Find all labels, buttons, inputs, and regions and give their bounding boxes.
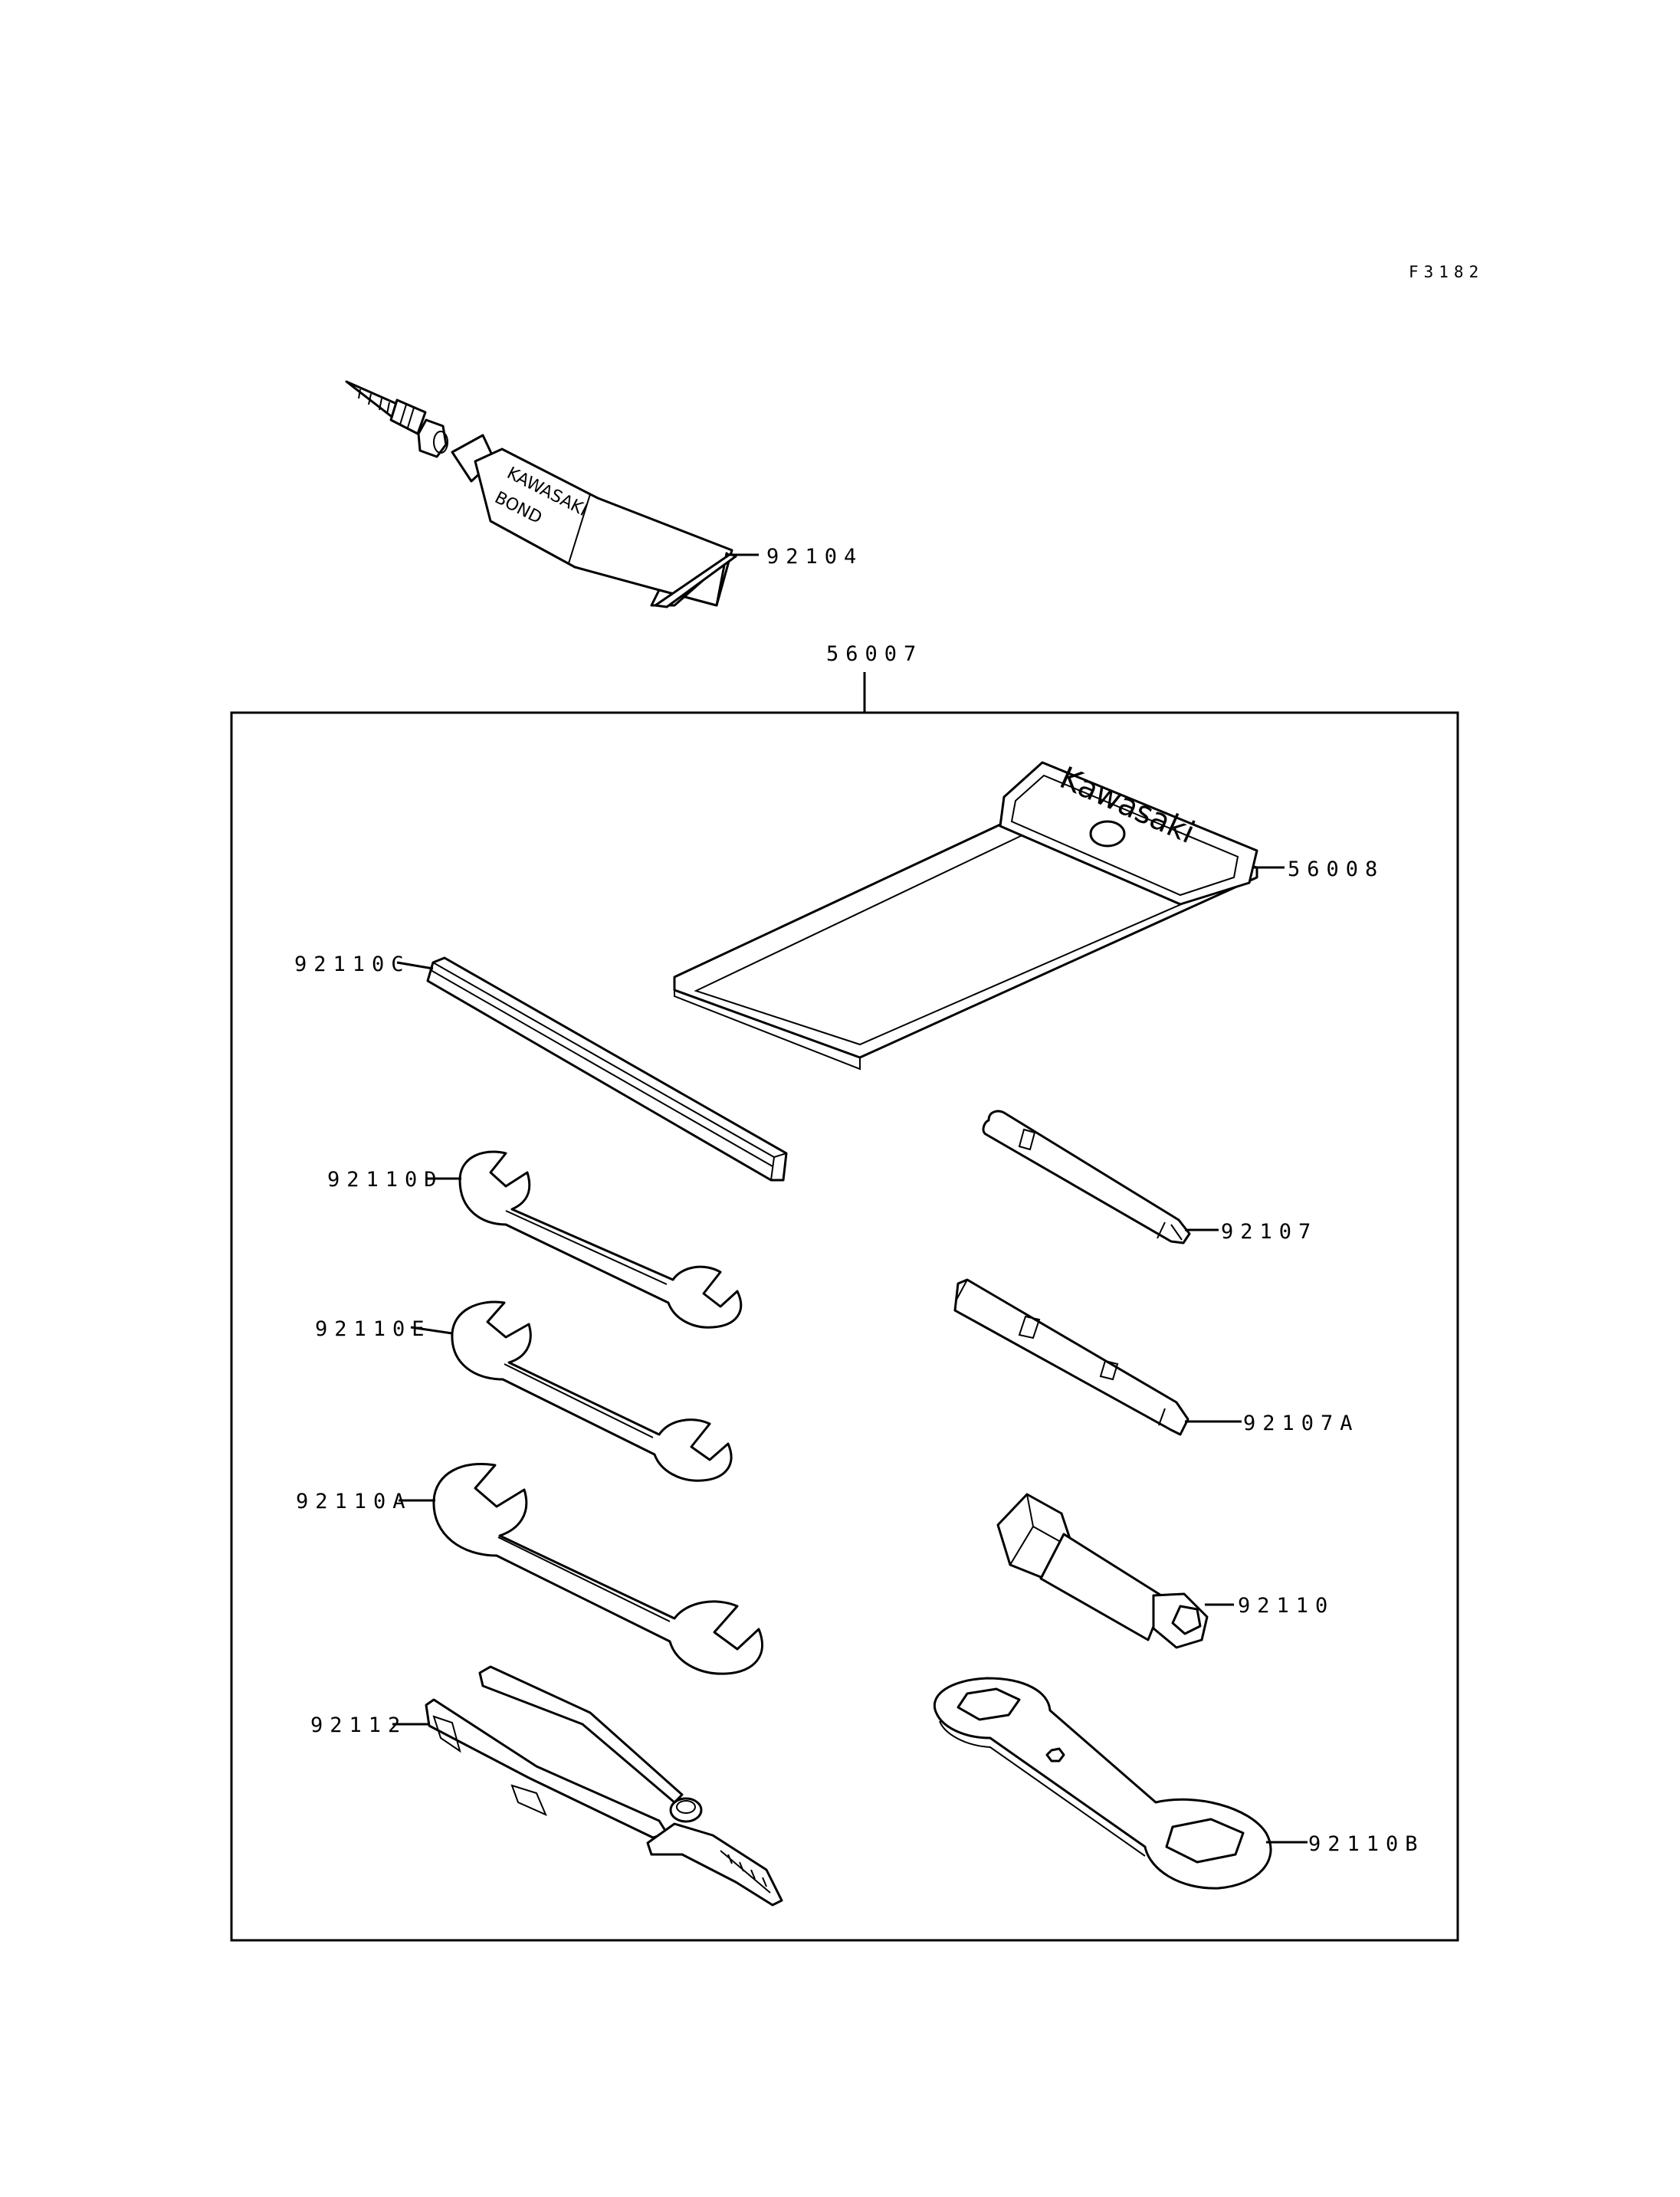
label-92110: 92110 (1238, 1594, 1334, 1618)
screwdriver-double-illustration (953, 1278, 1189, 1436)
leader-92110E (410, 1326, 453, 1335)
wrench-large-illustration (432, 1463, 763, 1675)
box-wrench-illustration (933, 1677, 1272, 1890)
label-92110D: 92110D (327, 1168, 444, 1192)
label-92110C: 92110C (294, 953, 411, 976)
bond-tube-illustration: KAWASAKI BOND (345, 380, 737, 608)
kit-frame (230, 711, 1459, 1942)
label-92110E: 92110E (315, 1317, 431, 1341)
label-92110A: 92110A (296, 1490, 412, 1513)
wrench-medium-illustration (451, 1300, 733, 1482)
label-92110B: 92110B (1308, 1832, 1425, 1856)
hex-bar-illustration (426, 956, 788, 1182)
leader-92110C (396, 961, 434, 970)
label-92104: 92104 (766, 545, 863, 569)
kit-label: 56007 (826, 642, 923, 666)
tool-bag-illustration: Kawasaki (673, 760, 1258, 1071)
label-92107A: 92107A (1243, 1412, 1360, 1435)
screwdriver-bit-illustration (982, 1110, 1191, 1244)
label-56008: 56008 (1288, 857, 1384, 881)
spark-plug-wrench-illustration (996, 1493, 1209, 1649)
figure-code: F3182 (1409, 263, 1484, 281)
label-92112: 92112 (310, 1713, 407, 1737)
pliers-illustration (425, 1665, 783, 1907)
wrench-small-illustration (458, 1150, 743, 1329)
label-92107: 92107 (1221, 1220, 1317, 1244)
